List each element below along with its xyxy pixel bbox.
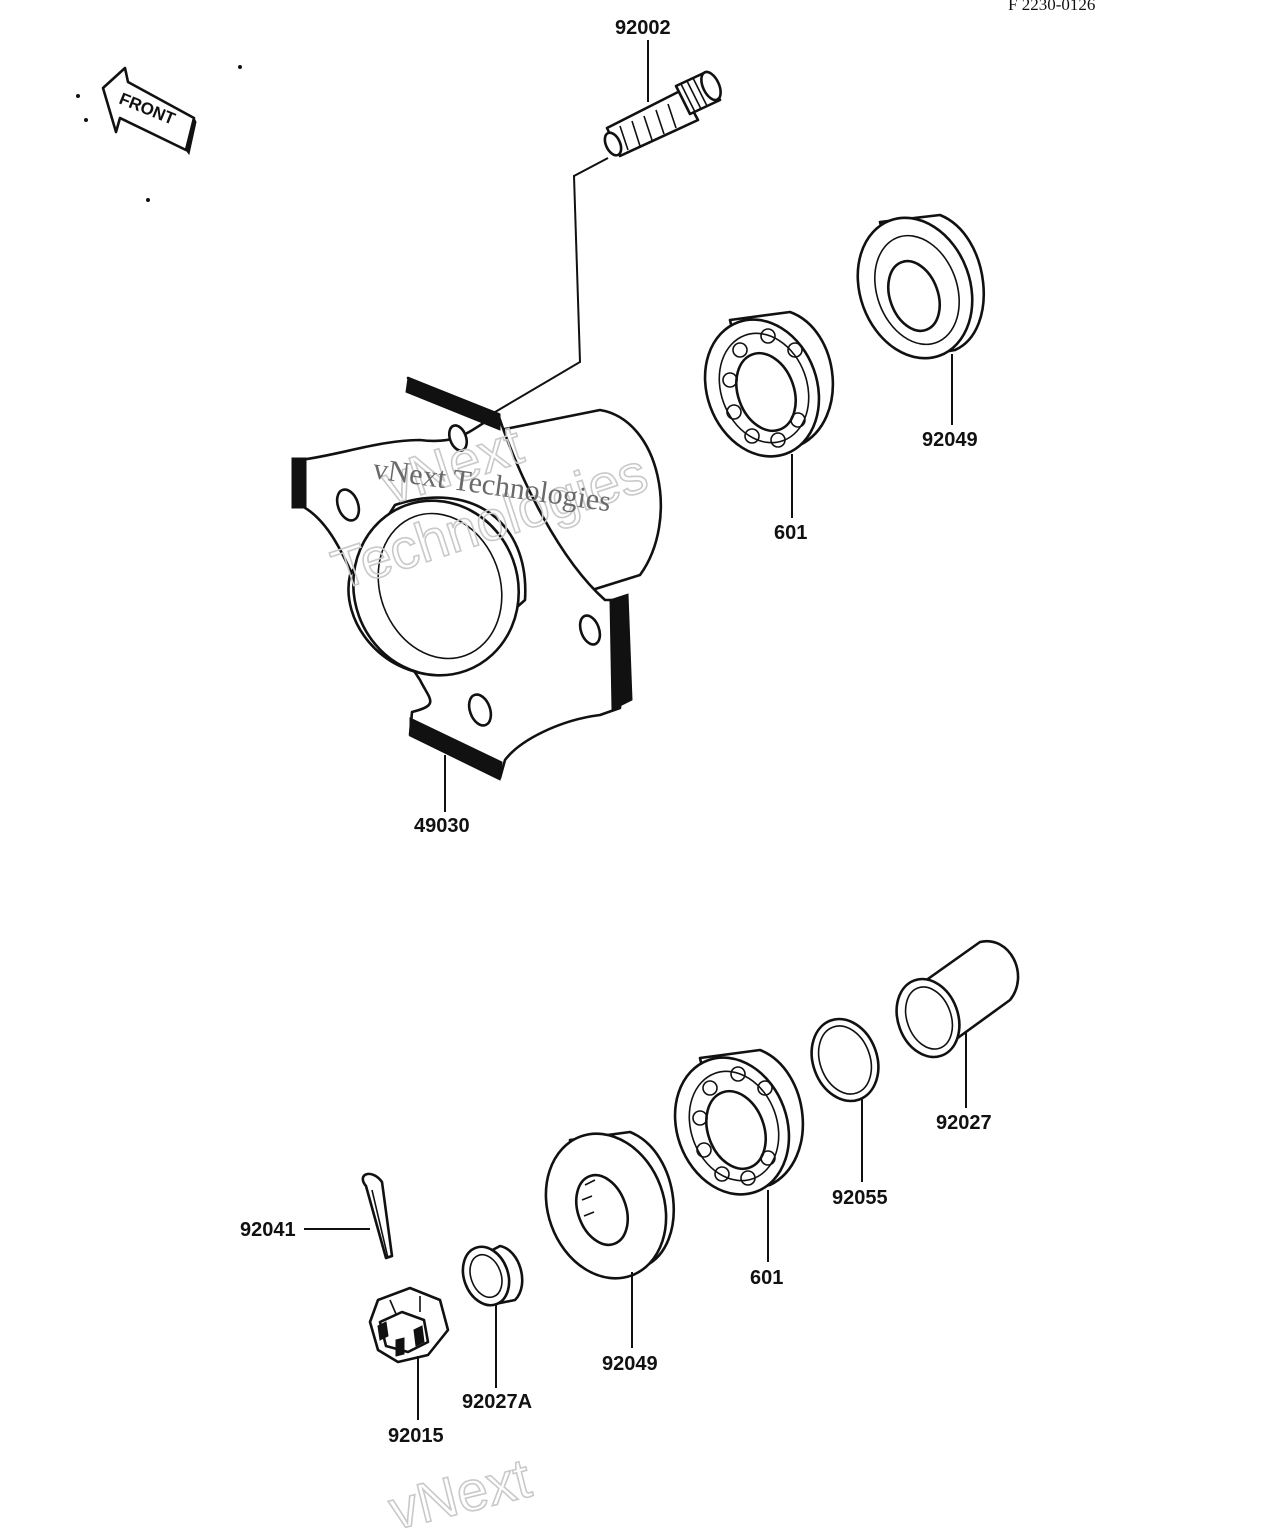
wheel-stud: [603, 70, 722, 158]
wheel-hub: [291, 376, 663, 781]
lower-oil-seal: [544, 1130, 675, 1280]
upper-oil-seal: [856, 213, 985, 360]
front-arrow-icon: FRONT: [76, 65, 242, 202]
part-label-49030: 49030: [414, 815, 470, 837]
shim-ring: [810, 1017, 880, 1103]
part-label-92002: 92002: [615, 17, 671, 39]
part-label-92055: 92055: [832, 1187, 888, 1209]
part-label-601-lower: 601: [750, 1267, 783, 1289]
drawing-code: F 2230-0126: [1008, 0, 1095, 14]
part-label-92049-upper: 92049: [922, 429, 978, 451]
part-label-92027: 92027: [936, 1112, 992, 1134]
part-label-92049-lower: 92049: [602, 1353, 658, 1375]
upper-ball-bearing: [703, 310, 835, 458]
spacer-sleeve: [895, 939, 1020, 1059]
cotter-pin: [361, 1172, 394, 1260]
part-label-92027A: 92027A: [462, 1391, 532, 1413]
part-label-92015: 92015: [388, 1425, 444, 1447]
castle-nut: [368, 1286, 450, 1364]
collar: [461, 1244, 524, 1307]
lower-ball-bearing: [673, 1048, 805, 1196]
watermark-overlay: vNext Technologies vNext Technologies vN…: [323, 411, 655, 1536]
leader-line-stud: [489, 157, 609, 416]
part-label-601-upper: 601: [774, 522, 807, 544]
part-label-92041: 92041: [240, 1219, 296, 1241]
watermark-bottom: vNext: [383, 1446, 538, 1536]
